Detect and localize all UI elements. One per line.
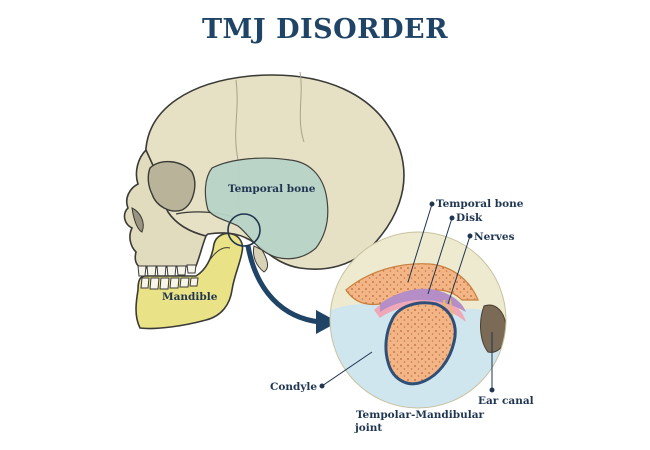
joint-highlight-circle <box>227 213 261 247</box>
leaders <box>319 201 495 393</box>
label-joint-line1: Tempolar-Mandibular <box>356 409 485 421</box>
label-disk: Disk <box>456 212 483 224</box>
skull <box>123 71 405 330</box>
coronoid-notch <box>205 247 231 267</box>
label-nerves: Nerves <box>474 231 515 243</box>
lower-teeth <box>140 277 199 290</box>
mandible <box>135 232 244 330</box>
label-ear-canal: Ear canal <box>478 395 534 407</box>
zoom-arrow <box>245 245 338 334</box>
temporal-bone <box>204 157 329 260</box>
label-detail-temporal-bone: Temporal bone <box>436 198 524 210</box>
suture <box>299 71 305 143</box>
joint-detail <box>329 231 507 409</box>
label-condyle: Condyle <box>270 381 317 393</box>
upper-teeth <box>137 264 197 278</box>
mastoid <box>253 245 269 273</box>
eye-socket <box>147 161 196 212</box>
label-mandible: Mandible <box>162 291 218 303</box>
nasal-cavity <box>131 207 144 233</box>
label-joint-line2: joint <box>354 422 382 434</box>
disk-shape <box>380 288 466 312</box>
condyle-shape <box>384 301 457 386</box>
ear-canal-shape <box>480 304 506 353</box>
page-title: TMJ DISORDER <box>201 14 449 45</box>
label-skull-temporal-bone: Temporal bone <box>228 183 316 195</box>
detail-temporal-bone <box>345 263 479 306</box>
